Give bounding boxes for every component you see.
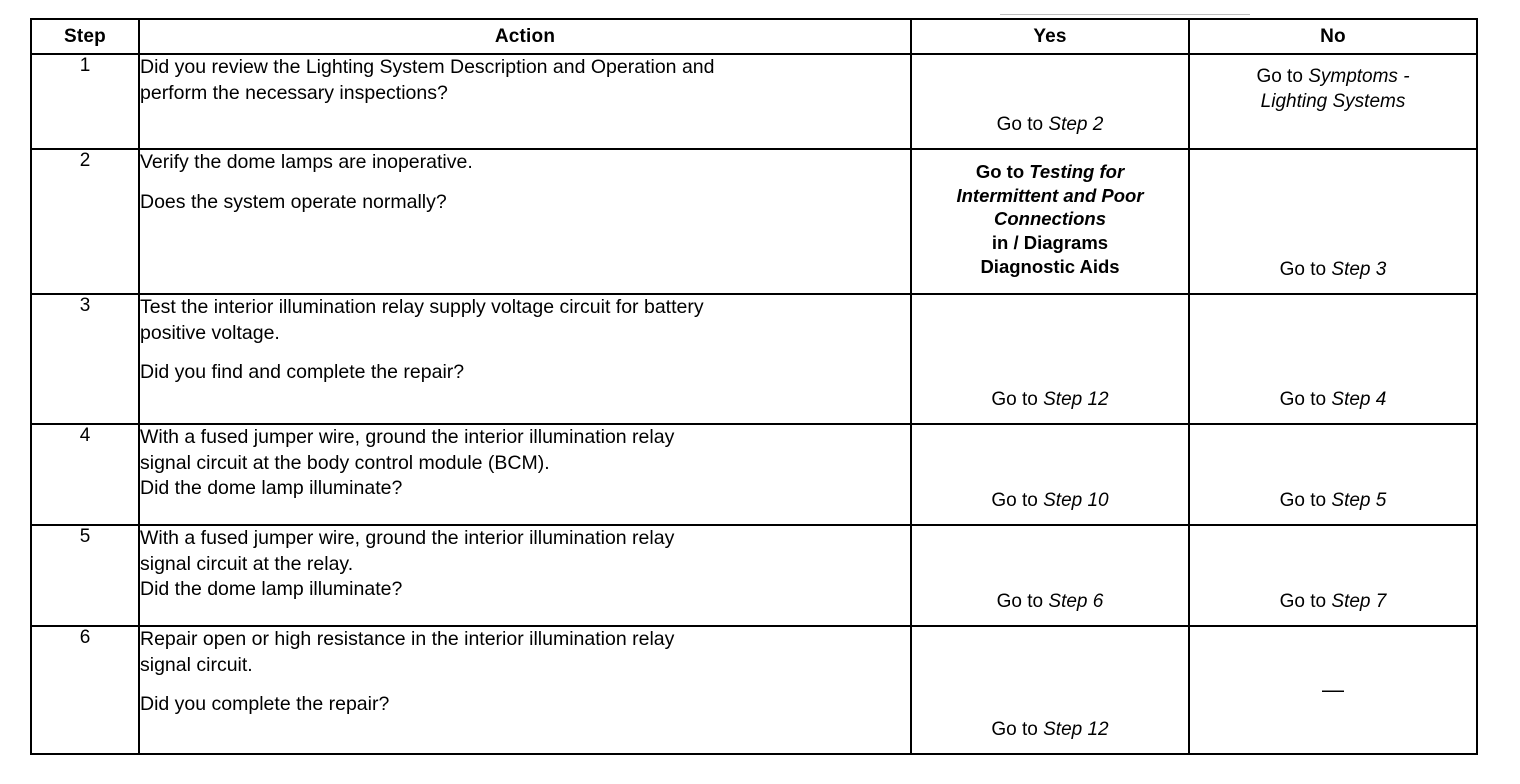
goto-prefix: Go to bbox=[1279, 259, 1332, 281]
no-result-text: Go to Step 3 bbox=[1190, 258, 1476, 283]
step-number: 1 bbox=[30, 53, 140, 150]
action-line: Verify the dome lamps are inoperative. bbox=[140, 151, 473, 173]
goto-prefix: Go to bbox=[991, 490, 1044, 512]
header-row: Step Action Yes No bbox=[30, 18, 1478, 55]
table-row: 5 With a fused jumper wire, ground the i… bbox=[30, 524, 1478, 627]
step-number: 5 bbox=[30, 524, 140, 627]
no-result: — bbox=[1188, 625, 1478, 755]
goto-target: Step 3 bbox=[1331, 259, 1387, 281]
goto-prefix: Go to bbox=[1279, 389, 1332, 411]
goto-target: Step 7 bbox=[1331, 591, 1387, 613]
table-body: 1 Did you review the Lighting System Des… bbox=[30, 53, 1478, 755]
no-result: Go to Step 4 bbox=[1188, 293, 1478, 425]
action-line: With a fused jumper wire, ground the int… bbox=[140, 527, 675, 549]
table-row: 3 Test the interior illumination relay s… bbox=[30, 293, 1478, 425]
diagnostic-table-container: Step Action Yes No 1 Did you review the … bbox=[30, 18, 1478, 755]
yes-result: Go to Step 10 bbox=[910, 423, 1190, 526]
goto-target: Step 10 bbox=[1043, 490, 1109, 512]
column-header-step: Step bbox=[30, 18, 140, 55]
goto-target: Step 12 bbox=[1043, 719, 1109, 741]
step-number: 6 bbox=[30, 625, 140, 755]
no-result-text: Go to Step 4 bbox=[1190, 388, 1476, 413]
yes-result-text: Go to Step 2 bbox=[912, 113, 1188, 138]
action-line: Repair open or high resistance in the in… bbox=[140, 628, 675, 650]
no-result-dash: — bbox=[1322, 677, 1344, 702]
yes-result: Go to Step 12 bbox=[910, 625, 1190, 755]
yes-result-text: Go to Step 10 bbox=[912, 489, 1188, 514]
action-spacer bbox=[140, 346, 910, 360]
no-result: Go to Step 7 bbox=[1188, 524, 1478, 627]
goto-prefix: Go to bbox=[1279, 490, 1332, 512]
action-question: Did you find and complete the repair? bbox=[140, 361, 465, 384]
action-line: positive voltage. bbox=[140, 321, 280, 344]
column-header-action: Action bbox=[138, 18, 912, 55]
goto-prefix: Go to bbox=[996, 114, 1049, 136]
action-line: Did you review the Lighting System Descr… bbox=[140, 56, 715, 78]
goto-target: Testing for bbox=[1029, 161, 1125, 182]
no-result-text: Go to Symptoms - Lighting Systems bbox=[1190, 65, 1476, 114]
column-header-no: No bbox=[1188, 18, 1478, 55]
yes-result-text: Go to Step 12 bbox=[912, 388, 1188, 413]
step-number: 4 bbox=[30, 423, 140, 526]
goto-target-cont2: Connections bbox=[993, 208, 1107, 230]
action-text: With a fused jumper wire, ground the int… bbox=[138, 423, 912, 526]
action-line: signal circuit. bbox=[140, 653, 253, 676]
table-row: 2 Verify the dome lamps are inoperative.… bbox=[30, 148, 1478, 295]
goto-extra2: Diagnostic Aids bbox=[980, 255, 1120, 277]
table-row: 1 Did you review the Lighting System Des… bbox=[30, 53, 1478, 150]
goto-prefix: Go to bbox=[991, 389, 1044, 411]
table-row: 6 Repair open or high resistance in the … bbox=[30, 625, 1478, 755]
action-text: Test the interior illumination relay sup… bbox=[138, 293, 912, 425]
goto-prefix: Go to bbox=[1256, 66, 1309, 87]
action-question: Did you complete the repair? bbox=[140, 693, 390, 716]
goto-extra: in / Diagrams bbox=[991, 232, 1109, 254]
goto-target-cont: Lighting Systems bbox=[1260, 90, 1406, 112]
yes-result: Go to Step 6 bbox=[910, 524, 1190, 627]
action-text: Verify the dome lamps are inoperative. D… bbox=[138, 148, 912, 295]
action-question: Did the dome lamp illuminate? bbox=[140, 578, 403, 601]
goto-target: Step 12 bbox=[1043, 389, 1109, 411]
action-line: Does the system operate normally? bbox=[140, 190, 447, 213]
goto-target: Step 6 bbox=[1048, 591, 1104, 613]
action-question: Did the dome lamp illuminate? bbox=[140, 477, 403, 500]
action-spacer bbox=[140, 176, 910, 190]
column-header-yes: Yes bbox=[910, 18, 1190, 55]
goto-target: Step 2 bbox=[1048, 114, 1104, 136]
no-result: Go to Symptoms - Lighting Systems bbox=[1188, 53, 1478, 150]
yes-result: Go to Step 2 bbox=[910, 53, 1190, 150]
no-result-text: Go to Step 5 bbox=[1190, 489, 1476, 514]
goto-target-cont: Intermittent and Poor bbox=[956, 184, 1144, 206]
goto-target: Symptoms - bbox=[1308, 66, 1410, 87]
goto-prefix: Go to bbox=[991, 719, 1044, 741]
action-spacer bbox=[140, 678, 910, 692]
no-result: Go to Step 5 bbox=[1188, 423, 1478, 526]
action-text: Did you review the Lighting System Descr… bbox=[138, 53, 912, 150]
no-result: Go to Step 3 bbox=[1188, 148, 1478, 295]
table-header: Step Action Yes No bbox=[30, 18, 1478, 55]
action-line: signal circuit at the body control modul… bbox=[140, 451, 550, 474]
action-line: Test the interior illumination relay sup… bbox=[140, 296, 704, 318]
action-text: Repair open or high resistance in the in… bbox=[138, 625, 912, 755]
goto-prefix: Go to bbox=[1279, 591, 1332, 613]
goto-target: Step 4 bbox=[1331, 389, 1387, 411]
step-number: 2 bbox=[30, 148, 140, 295]
yes-result: Go to Step 12 bbox=[910, 293, 1190, 425]
action-line: perform the necessary inspections? bbox=[140, 81, 448, 104]
goto-prefix: Go to bbox=[996, 591, 1049, 613]
action-line: With a fused jumper wire, ground the int… bbox=[140, 426, 675, 448]
diagnostic-table: Step Action Yes No 1 Did you review the … bbox=[30, 18, 1478, 755]
action-text: With a fused jumper wire, ground the int… bbox=[138, 524, 912, 627]
table-row: 4 With a fused jumper wire, ground the i… bbox=[30, 423, 1478, 526]
yes-result-text: Go to Step 6 bbox=[912, 590, 1188, 615]
action-line: signal circuit at the relay. bbox=[140, 552, 354, 575]
no-result-text: Go to Step 7 bbox=[1190, 590, 1476, 615]
goto-target: Step 5 bbox=[1331, 490, 1387, 512]
step-number: 3 bbox=[30, 293, 140, 425]
goto-prefix: Go to bbox=[975, 161, 1030, 182]
scan-artifact-line bbox=[1000, 14, 1250, 15]
yes-result-text: Go to Step 12 bbox=[912, 718, 1188, 743]
